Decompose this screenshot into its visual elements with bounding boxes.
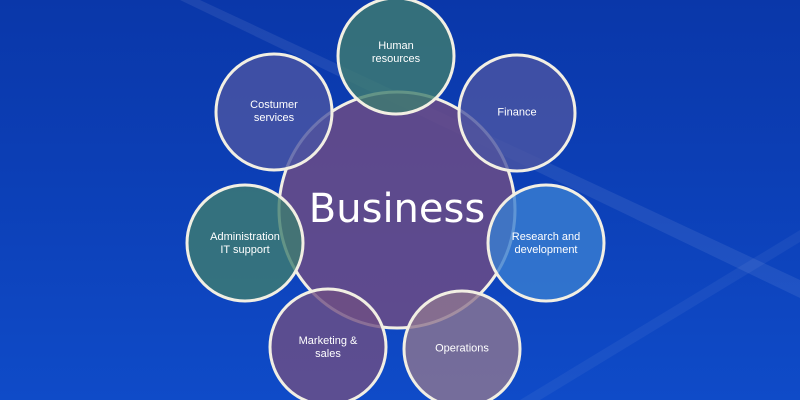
node-label-marketing-sales: Marketing &sales — [298, 335, 358, 360]
node-circle-marketing-sales — [268, 287, 388, 400]
node-label-operations: Operations — [435, 342, 489, 355]
background-streak-lower — [520, 230, 800, 400]
node-circle-human-resources — [336, 0, 456, 116]
node-circle-costumer-services — [214, 52, 334, 172]
node-circle-research-development — [486, 183, 606, 303]
node-circle-administration-it-support — [185, 183, 305, 303]
node-circle-finance — [457, 53, 577, 173]
center-business-label: Business — [308, 186, 486, 232]
node-circle-operations — [402, 289, 522, 400]
node-label-finance: Finance — [497, 106, 537, 119]
